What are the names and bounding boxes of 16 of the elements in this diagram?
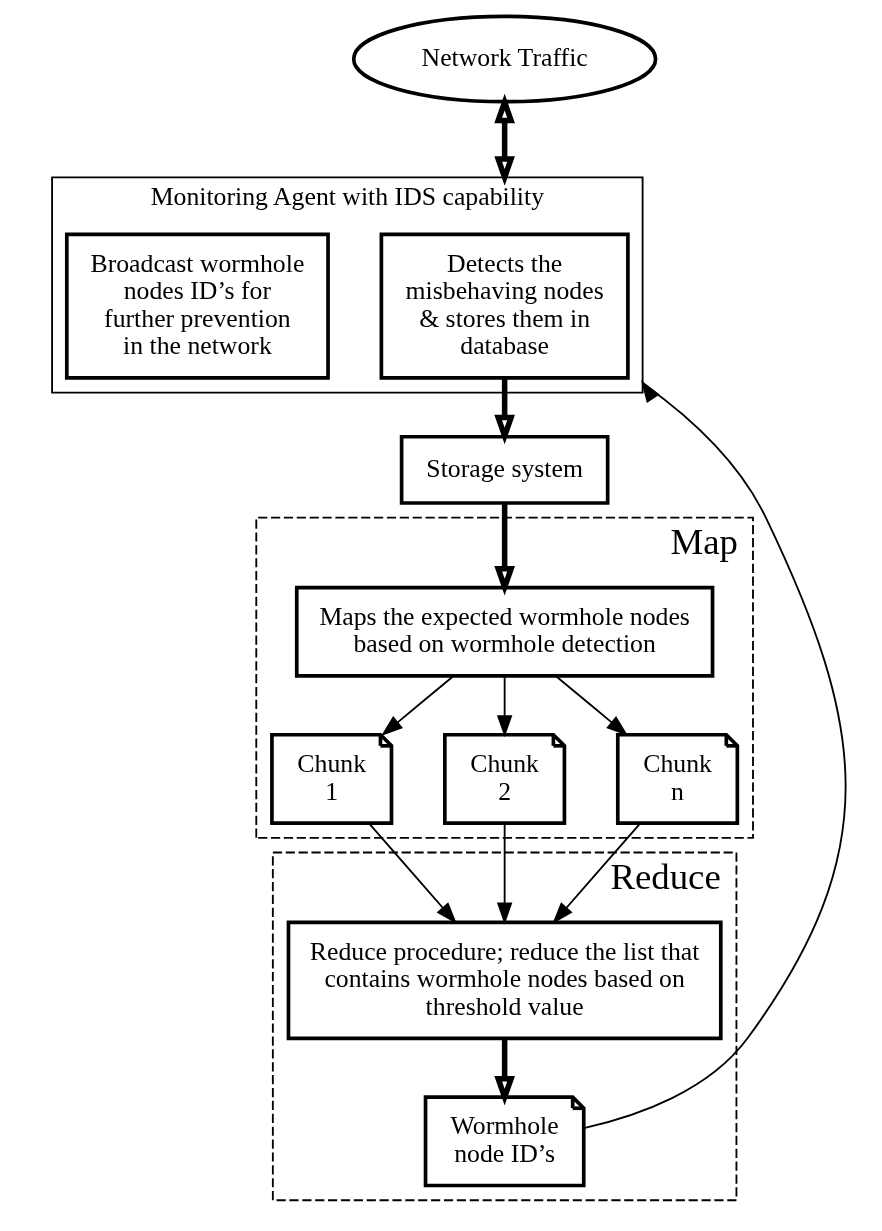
arrow [380, 675, 454, 737]
arrow [496, 822, 512, 925]
node-ellipse: Network Traffic [351, 14, 657, 104]
node-box: Detects the misbehaving nodes & stores them in database [379, 232, 630, 380]
arrow [582, 380, 847, 1130]
arrow [367, 822, 457, 924]
node-box: Reduce procedure; reduce the list that contains wormhole nodes based on threshold value [286, 920, 723, 1041]
arrow [493, 1039, 515, 1106]
arrow [496, 675, 512, 738]
arrow [551, 822, 641, 924]
arrow [493, 503, 515, 596]
node-box: Storage system [399, 434, 609, 505]
arrow [493, 93, 515, 186]
node-box: Maps the expected wormhole nodes based on wormhole detection [294, 585, 714, 678]
node-box: Broadcast wormhole nodes ID’s for further prevention in the network [64, 232, 330, 380]
arrow [493, 378, 515, 445]
